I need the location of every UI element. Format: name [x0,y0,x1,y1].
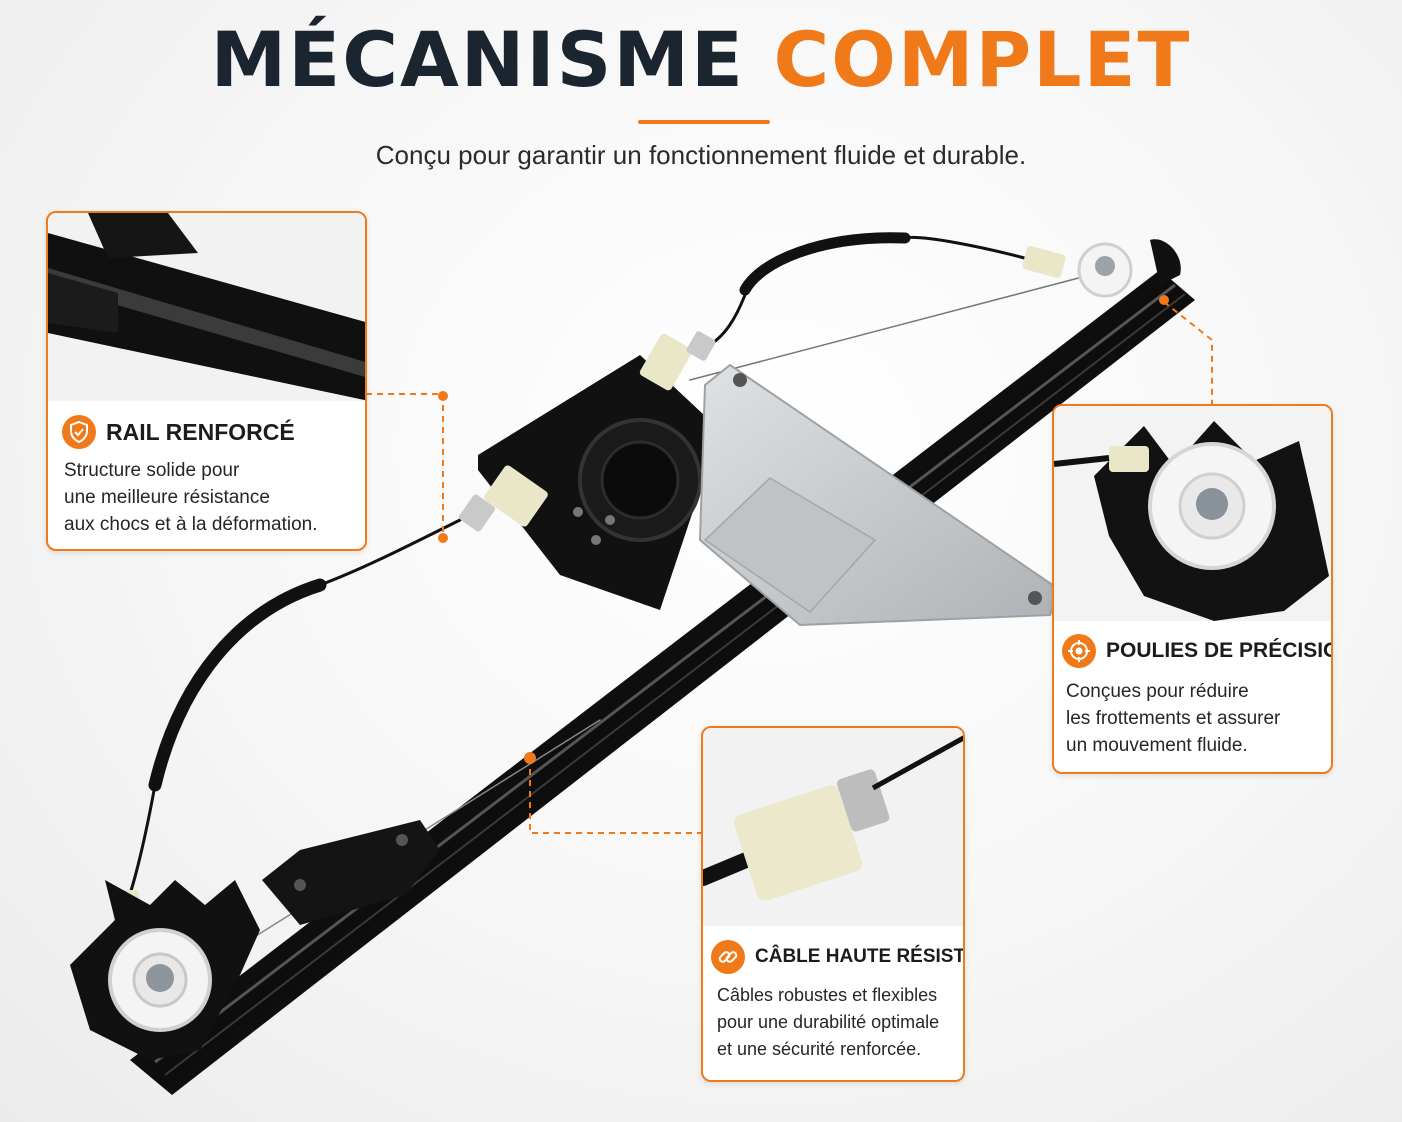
pulley-desc-line-1: Conçues pour réduire [1066,681,1249,702]
feature-card-rail: RAIL RENFORCÉ Structure solide pour une … [46,211,367,551]
rail-desc-line-2: une meilleure résistance [64,487,270,508]
cable-title-text: CÂBLE HAUTE RÉSISTANCE [755,946,964,967]
rail-closeup-photo [48,213,365,401]
title-part-accent: COMPLET [773,15,1192,104]
rail-title-text: RAIL RENFORCÉ [106,418,295,445]
cable-card-title: CÂBLE HAUTE RÉSISTANCE [711,940,964,974]
feature-card-pulley: POULIES DE PRÉCISION Conçues pour réduir… [1052,404,1333,774]
cable-desc-line-1: Câbles robustes et flexibles [717,985,938,1005]
page-title: MÉCANISME COMPLET [0,22,1402,98]
title-underline [638,120,770,124]
cable-description: Câbles robustes et flexibles pour une du… [717,982,939,1063]
bottom-pulley [70,880,260,1060]
pulley-desc-line-3: un mouvement fluide. [1066,735,1248,756]
target-icon [1062,634,1096,668]
top-pulley [1077,239,1181,298]
lower-bracket [262,820,440,925]
motor-mount [478,355,720,610]
callout-anchors [438,295,1169,764]
pulley-card-title: POULIES DE PRÉCISION [1062,634,1333,668]
cable-fittings [113,246,1066,928]
feature-card-cable: CÂBLE HAUTE RÉSISTANCE Câbles robustes e… [701,726,965,1082]
chain-link-icon [711,940,745,974]
pulley-desc-line-2: les frottements et assurer [1066,708,1281,729]
lifter-plate [698,363,1062,627]
cable-closeup-photo [703,728,963,926]
rail-desc-line-1: Structure solide pour [64,460,240,481]
pulley-closeup-photo [1054,406,1331,621]
rail-description: Structure solide pour une meilleure rési… [64,457,317,538]
page-subtitle: Conçu pour garantir un fonctionnement fl… [375,140,1027,170]
pulley-title-text: POULIES DE PRÉCISION [1106,639,1333,662]
pulley-description: Conçues pour réduire les frottements et … [1066,678,1280,759]
rail-card-title: RAIL RENFORCÉ [62,415,295,449]
shield-check-icon [62,415,96,449]
cable-desc-line-2: pour une durabilité optimale [717,1012,940,1032]
rail-desc-line-3: aux chocs et à la déformation. [64,514,318,535]
title-part-dark: MÉCANISME [210,15,745,104]
cable-desc-line-3: et une sécurité renforcée. [717,1039,922,1059]
